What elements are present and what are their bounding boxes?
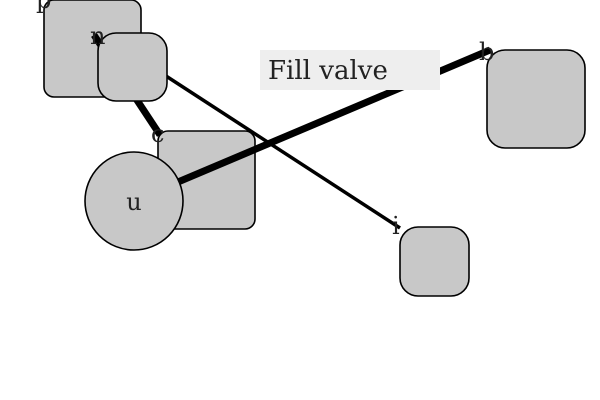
edge-label-text: Fill valve: [268, 56, 388, 86]
edge-t-i[interactable]: [165, 74, 401, 230]
node-i-box[interactable]: [399, 226, 470, 297]
node-t-box[interactable]: [97, 32, 168, 102]
node-label-b: b: [479, 38, 494, 66]
node-u-circle[interactable]: [84, 151, 184, 251]
node-b[interactable]: [486, 49, 586, 149]
edge-label-fill-valve: Fill valve: [260, 50, 440, 90]
node-label-i: i: [392, 212, 400, 240]
node-label-u: u: [126, 188, 141, 216]
edge-label-background: [260, 50, 440, 90]
node-label-n: n: [90, 22, 105, 50]
node-u[interactable]: [84, 151, 184, 251]
node-label-c: c: [151, 120, 164, 148]
node-label-p: p: [36, 0, 51, 14]
node-i[interactable]: [399, 226, 470, 297]
node-t[interactable]: [97, 32, 168, 102]
node-b-box[interactable]: [486, 49, 586, 149]
